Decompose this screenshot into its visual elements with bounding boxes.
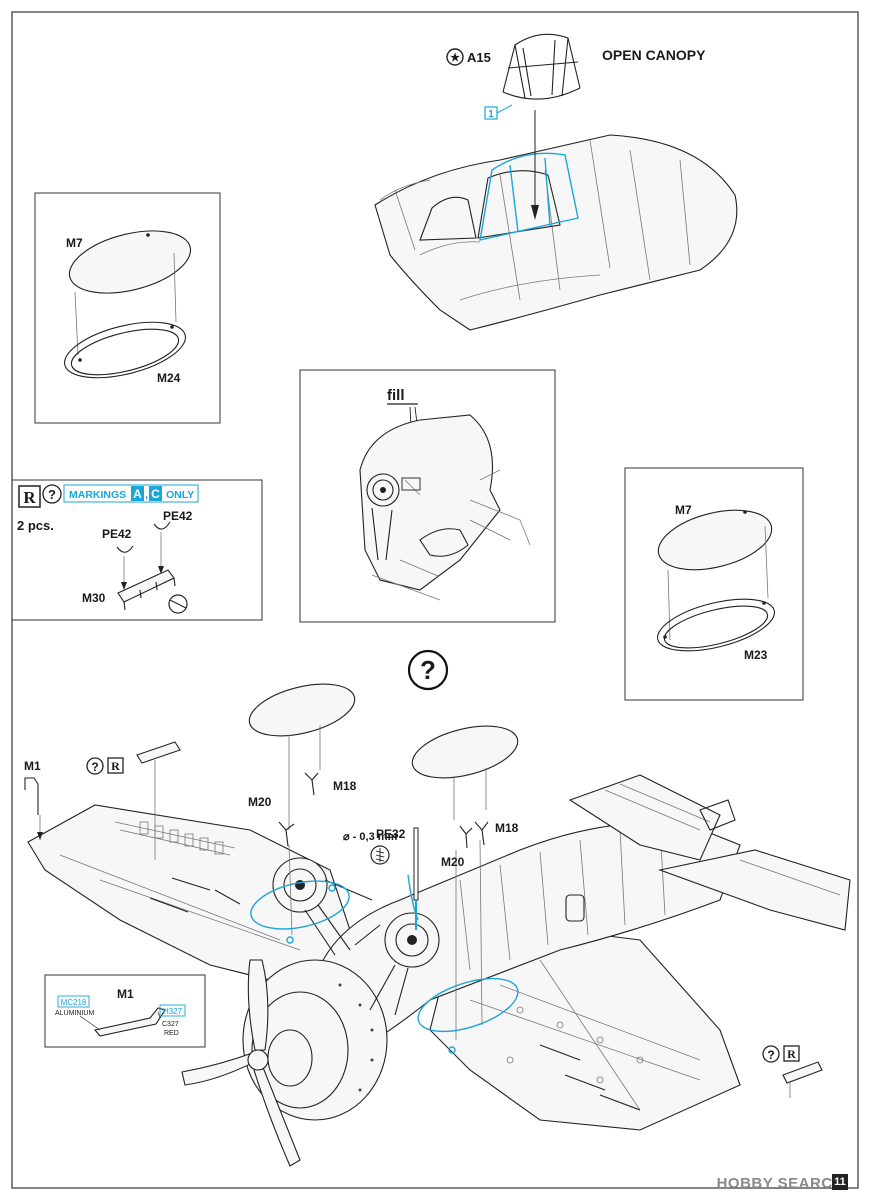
propeller — [181, 959, 301, 1167]
two-pcs-label: 2 pcs. — [17, 518, 54, 533]
svg-text:R: R — [111, 759, 120, 773]
question-circle-icon-upper: ? — [86, 757, 104, 775]
m7-m24-section: M7 M24 — [64, 230, 192, 385]
landing-light-lens-left — [248, 683, 356, 737]
panel-box-m1-paint — [44, 974, 206, 1048]
fitting-m18-left — [304, 772, 319, 796]
m1-paint-section: M1 MC218 ALUMINIUM H327 C327 RED — [55, 987, 186, 1037]
pe42-part-right — [153, 521, 171, 530]
pitot-part-m1 — [24, 777, 39, 815]
r-symbol-icon — [18, 485, 41, 508]
part-label-m23: M23 — [744, 648, 768, 662]
rack-part-upper — [136, 741, 181, 764]
watermark-logo: HOBBY SEARCH — [716, 1175, 844, 1192]
svg-text:?: ? — [767, 1048, 774, 1062]
diameter-note: ⌀ - 0,3 mm — [343, 831, 398, 843]
step-number: 1 — [488, 109, 494, 120]
lens-part-m7 — [68, 230, 192, 294]
landing-light-lens-right — [411, 725, 519, 779]
open-canopy-title: OPEN CANOPY — [602, 47, 706, 63]
open-canopy-section: ★ A15 OPEN CANOPY 1 — [374, 33, 738, 331]
markings-banner — [63, 484, 199, 503]
r-symbol-icon-upper: R — [107, 757, 124, 774]
part-label-m24: M24 — [157, 371, 181, 385]
svg-text:R: R — [787, 1047, 796, 1061]
tail-stabilizer-upper — [568, 774, 721, 861]
fitting-m20-right — [459, 825, 473, 849]
markings-prefix: MARKINGS — [69, 489, 126, 501]
panel-box-fill — [299, 369, 556, 623]
r-symbol-letter: R — [23, 488, 36, 507]
fitting-m20-left — [278, 821, 295, 847]
frame-part-m24 — [64, 321, 186, 379]
paint-code-c327: C327 — [162, 1021, 179, 1028]
part-label-pe32: PE32 — [376, 827, 406, 841]
marking-a: A — [133, 487, 142, 501]
fill-label: fill — [387, 387, 405, 404]
part-label-m20-right: M20 — [441, 855, 465, 869]
star-circle-icon: ★ — [446, 48, 464, 66]
marking-c-badge — [149, 486, 162, 501]
paint-code-mc218: MC218 — [61, 998, 87, 1007]
canopy-part-a15 — [502, 33, 581, 100]
question-circle-icon-lower: ? — [762, 1045, 780, 1063]
paint-code-box-mc218 — [57, 995, 90, 1008]
part-label-m18-right: M18 — [495, 821, 519, 835]
fuselage-cockpit-view — [374, 110, 738, 331]
svg-text:?: ? — [91, 760, 98, 774]
part-label-pe42-right: PE42 — [163, 509, 193, 523]
panel-box-m24 — [34, 192, 221, 424]
question-mark-small: ? — [48, 487, 56, 502]
horizontal-stabilizer — [658, 849, 851, 931]
frame-part-m23 — [656, 598, 776, 652]
markings-section: R ? MARKINGS A , C ONLY 2 pcs. PE42 PE42… — [17, 484, 199, 614]
step-leader — [496, 104, 513, 114]
part-label-m1-wing: M1 — [24, 759, 41, 773]
paint-code-h327: H327 — [163, 1007, 183, 1016]
marking-c: C — [151, 487, 160, 501]
question-mark-large: ? — [420, 655, 436, 685]
question-circle-icon — [42, 484, 62, 504]
landing-gear-right — [354, 912, 440, 1016]
part-label-m7: M7 — [66, 236, 83, 250]
page-number: 11 — [832, 1174, 848, 1190]
pitot-part-m1-detail — [93, 1007, 166, 1037]
pe42-part-left — [116, 545, 134, 553]
markings-suffix: ONLY — [166, 489, 194, 501]
part-label-m30: M30 — [82, 591, 106, 605]
svg-text:★: ★ — [450, 52, 460, 64]
part-label-m1-detail: M1 — [117, 987, 134, 1001]
tail-wheel — [699, 799, 736, 831]
r-symbol-icon-lower: R — [783, 1045, 800, 1062]
lens-part-m7-right — [657, 509, 773, 571]
part-label-m20-left: M20 — [248, 795, 272, 809]
part-label-a15: A15 — [467, 50, 491, 65]
antenna-part-pe32 — [413, 827, 419, 901]
rack-part-m30 — [117, 569, 176, 611]
paint-name-red: RED — [164, 1030, 179, 1037]
panel-box-markings — [11, 479, 263, 621]
fitting-m18-right — [474, 821, 489, 846]
m7-m23-section: M7 M23 — [656, 503, 776, 662]
wheel-detail — [366, 473, 400, 507]
part-label-m7-right: M7 — [675, 503, 692, 517]
main-airframe-assembly — [24, 683, 851, 1167]
part-label-m18-left: M18 — [333, 779, 357, 793]
cyan-callouts — [250, 874, 519, 1054]
svg-text:,: , — [145, 489, 148, 501]
question-circle-large-icon: ? — [407, 649, 449, 691]
paint-code-box-h327 — [159, 1004, 186, 1017]
drill-icon — [370, 845, 390, 865]
paint-name-aluminium: ALUMINIUM — [55, 1010, 94, 1017]
detail-magnifier-icon — [168, 594, 188, 614]
rack-part-lower — [782, 1061, 823, 1084]
fill-section: fill — [359, 387, 531, 601]
part-label-pe42-left: PE42 — [102, 527, 132, 541]
panel-box-m23 — [624, 467, 804, 701]
marking-a-badge — [131, 486, 144, 501]
